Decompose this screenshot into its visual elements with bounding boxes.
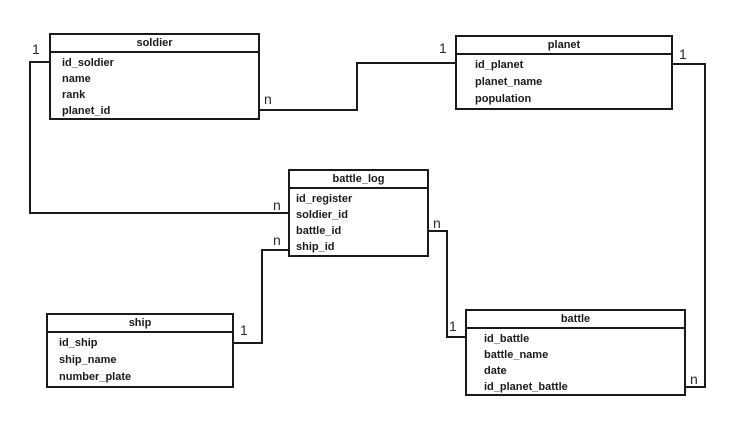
field-id-ship: id_ship — [59, 337, 98, 349]
entity-planet: planet id_planet planet_name population — [455, 35, 673, 110]
field-date: date — [484, 365, 507, 377]
field-number-plate: number_plate — [59, 371, 132, 383]
field-id-planet-battle: id_planet_battle — [484, 381, 568, 393]
relationship-line-soldier-planet — [260, 62, 455, 111]
field-soldier-id: soldier_id — [296, 209, 348, 221]
entity-battle-title: battle — [467, 311, 684, 329]
cardinality-battle-log-battle-near-battle-log: n — [433, 215, 441, 231]
field-ship-id: ship_id — [296, 241, 335, 253]
field-id-soldier: id_soldier — [62, 57, 114, 69]
cardinality-battle-log-battle-near-battle: 1 — [449, 318, 457, 334]
cardinality-battle-log-ship-near-ship: 1 — [240, 322, 248, 338]
cardinality-soldier-battle-log-near-battle-log: n — [273, 197, 281, 213]
field-battle-name: battle_name — [484, 349, 549, 361]
entity-ship-title: ship — [48, 315, 232, 333]
entity-soldier-fields: id_soldier name rank planet_id — [51, 53, 258, 119]
entity-battle-log-fields: id_register soldier_id battle_id ship_id — [290, 189, 427, 255]
field-id-register: id_register — [296, 193, 353, 205]
field-population: population — [475, 93, 532, 105]
field-planet-id: planet_id — [62, 105, 111, 117]
entity-soldier-title: soldier — [51, 35, 258, 53]
field-id-battle: id_battle — [484, 333, 530, 345]
cardinality-soldier-battle-log-near-soldier: 1 — [32, 41, 40, 57]
entity-soldier: soldier id_soldier name rank planet_id — [49, 33, 260, 120]
cardinality-planet-battle-near-planet: 1 — [679, 46, 687, 62]
entity-battle-fields: id_battle battle_name date id_planet_bat… — [467, 329, 684, 395]
entity-battle-log: battle_log id_register soldier_id battle… — [288, 169, 429, 257]
cardinality-planet-battle-near-battle: n — [690, 371, 698, 387]
cardinality-battle-log-ship-near-battle-log: n — [273, 232, 281, 248]
cardinality-soldier-planet-near-soldier: n — [264, 91, 272, 107]
entity-ship-fields: id_ship ship_name number_plate — [48, 333, 232, 386]
entity-planet-title: planet — [457, 37, 671, 55]
field-battle-id: battle_id — [296, 225, 342, 237]
entity-ship: ship id_ship ship_name number_plate — [46, 313, 234, 388]
field-rank: rank — [62, 89, 86, 101]
entity-battle-log-title: battle_log — [290, 171, 427, 189]
field-name: name — [62, 73, 91, 85]
field-planet-name: planet_name — [475, 76, 543, 88]
entity-planet-fields: id_planet planet_name population — [457, 55, 671, 108]
field-ship-name: ship_name — [59, 354, 117, 366]
field-id-planet: id_planet — [475, 59, 524, 71]
entity-battle: battle id_battle battle_name date id_pla… — [465, 309, 686, 396]
relationship-line-battle-log-battle — [429, 230, 465, 338]
cardinality-soldier-planet-near-planet: 1 — [439, 40, 447, 56]
